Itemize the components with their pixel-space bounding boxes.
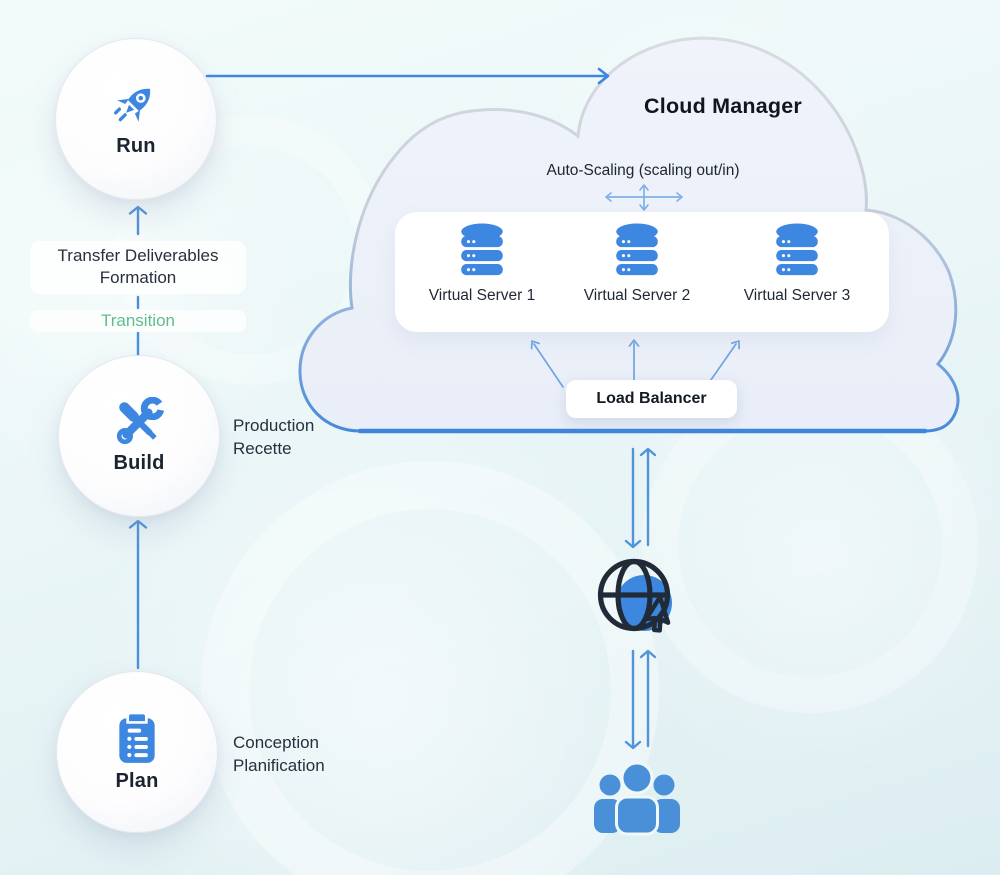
virtual-server-3-label: Virtual Server 3	[743, 287, 851, 304]
transition-label: Transition	[30, 310, 246, 332]
users-icon	[589, 760, 685, 838]
arrow-build-to-run	[128, 205, 148, 357]
auto-scaling-label: Auto-Scaling (scaling out/in)	[546, 162, 740, 179]
load-balancer-label: Load Balancer	[596, 390, 707, 407]
transfer-note-line2: Formation	[99, 268, 177, 288]
globe-cursor-svg	[597, 558, 672, 633]
stage-circle-run: Run	[55, 38, 217, 200]
transfer-deliverables-note: Transfer Deliverables Formation	[30, 241, 246, 294]
arrow-plan-to-build	[128, 519, 148, 670]
virtual-server-1-label: Virtual Server 1	[428, 287, 536, 304]
plan-note-line1: Conception	[233, 733, 320, 752]
virtual-server-3: Virtual Server 3	[717, 222, 877, 324]
virtual-server-2: Virtual Server 2	[557, 222, 717, 324]
virtual-server-2-label: Virtual Server 2	[583, 287, 691, 304]
arrows-internet-users	[624, 649, 657, 750]
database-icon	[461, 223, 503, 276]
plan-side-note: Conception Planification	[233, 731, 325, 778]
load-balancer-arrows	[530, 339, 740, 388]
rocket-icon	[114, 88, 151, 122]
virtual-server-1: Virtual Server 1	[402, 222, 562, 324]
tools-icon	[116, 397, 164, 445]
stage-label-build: Build	[113, 452, 165, 474]
globe-cursor-icon	[594, 555, 682, 643]
auto-scaling-arrows	[605, 184, 683, 211]
load-balancer-box: Load Balancer	[566, 380, 737, 418]
stage-circle-build: Build	[58, 355, 220, 517]
stage-label-plan: Plan	[115, 770, 159, 792]
database-icon	[776, 223, 818, 276]
arrows-cloud-internet	[624, 447, 657, 549]
build-side-note: Production Recette	[233, 414, 314, 461]
clipboard-icon	[119, 711, 155, 763]
cloud-title: Cloud Manager	[644, 94, 802, 118]
stage-label-run: Run	[116, 135, 156, 157]
users-svg	[594, 761, 680, 836]
build-note-line2: Recette	[233, 439, 292, 459]
plan-note-line2: Planification	[233, 756, 325, 776]
arrow-run-to-cloud	[205, 67, 610, 85]
database-icon	[616, 223, 658, 276]
transfer-note-line1: Transfer Deliverables	[57, 246, 219, 265]
stage-circle-plan: Plan	[56, 671, 218, 833]
build-note-line1: Production	[233, 416, 315, 435]
